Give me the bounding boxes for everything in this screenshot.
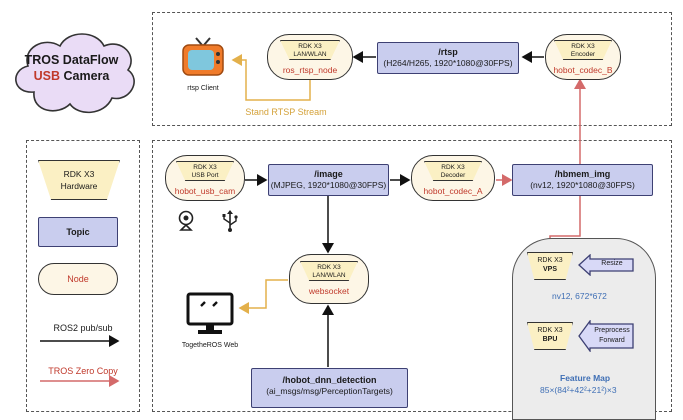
tv-icon bbox=[180, 34, 226, 80]
rtsp-client-label: rtsp Client bbox=[187, 85, 219, 92]
rtsp-topic: /rtsp(H264/H265, 1920*1080@30FPS) bbox=[377, 42, 519, 74]
resize-arrow: Resize bbox=[578, 253, 634, 277]
rtsp-frame bbox=[152, 12, 672, 126]
webcam-icon bbox=[178, 210, 194, 232]
stand-rtsp-label: Stand RTSP Stream bbox=[245, 107, 327, 117]
hbmem-img-topic: /hbmem_img(nv12, 1920*1080@30FPS) bbox=[512, 164, 653, 196]
legend-node: Node bbox=[38, 263, 118, 295]
dnn-detection-topic: /hobot_dnn_detection(ai_msgs/msg/Percept… bbox=[251, 368, 408, 408]
usb-icon bbox=[221, 209, 239, 233]
image-topic: /image(MJPEG, 1920*1080@30FPS) bbox=[268, 164, 389, 196]
title-cloud bbox=[15, 33, 135, 114]
web-label: TogetheROS Web bbox=[181, 342, 239, 349]
legend-topic: Topic bbox=[38, 217, 118, 247]
diagram-title: TROS DataFlow USB Camera bbox=[24, 53, 119, 83]
feature-map-label: Feature Map 85×(84²+42²+21²)×3 bbox=[540, 373, 617, 395]
legend-pubsub-label: ROS2 pub/sub bbox=[53, 323, 113, 333]
monitor-icon bbox=[186, 292, 234, 336]
legend-zerocopy-label: TROS Zero Copy bbox=[48, 366, 118, 376]
nv12-label: nv12, 672*672 bbox=[552, 291, 607, 301]
